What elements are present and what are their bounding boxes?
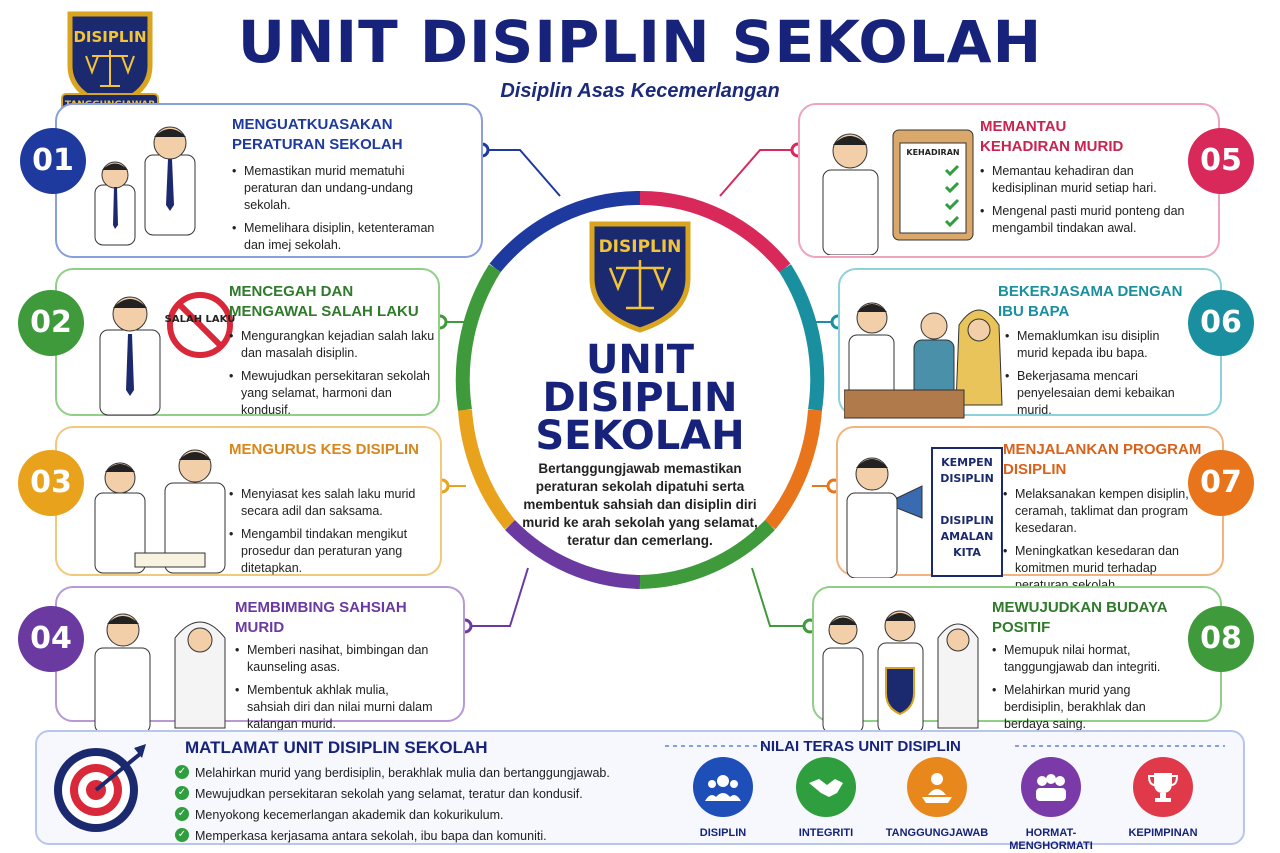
value-label-integriti: INTEGRITI xyxy=(798,827,854,839)
card-04-point-2: Membentuk akhlak mulia, sahsiah diri dan… xyxy=(235,682,435,733)
center-title-line-1: UNIT xyxy=(585,337,695,383)
page-subtitle: Disiplin Asas Kecemerlangan xyxy=(500,80,780,102)
card-01-title: MENGUATKUASAKAN PERATURAN SEKOLAH xyxy=(232,116,403,153)
card-07-number: 07 xyxy=(1188,450,1254,516)
trophy-icon xyxy=(1133,757,1193,817)
sign-salah-laku: SALAH LAKU xyxy=(165,314,236,325)
card-07-point-1: Melaksanakan kempen disiplin, ceramah, t… xyxy=(1003,486,1203,537)
card-03-point-2: Mengambil tindakan mengikut prosedur dan… xyxy=(229,526,439,577)
card-01-points: Memastikan murid mematuhi peraturan dan … xyxy=(232,163,457,260)
case-review-illustration xyxy=(94,449,226,574)
attendance-illustration: KEHADIRAN xyxy=(822,129,974,255)
mentoring-illustration xyxy=(94,613,226,734)
card-04-title: MEMBIMBING SAHSIAH MURID xyxy=(235,599,407,636)
card-05-title: MEMANTAU KEHADIRAN MURID xyxy=(980,118,1124,155)
goal-item-3: Menyokong kecemerlangan akademik dan kok… xyxy=(175,805,610,826)
card-05-number: 05 xyxy=(1188,128,1254,194)
page-title: UNIT DISIPLIN SEKOLAH xyxy=(237,8,1043,76)
target-icon xyxy=(54,744,146,832)
card-02-point-1: Mengurangkan kejadian salah laku dan mas… xyxy=(229,328,439,362)
card-05: KEHADIRAN MEMANTAU KEHADIRAN MURID Meman… xyxy=(798,103,1220,258)
card-06-points: Memaklumkan isu disiplin murid kepada ib… xyxy=(1005,328,1190,425)
sign-line-2: DISIPLIN xyxy=(940,472,994,485)
center-ring xyxy=(455,190,825,589)
sign-line-3: DISIPLIN xyxy=(940,514,994,527)
card-02: SALAH LAKU MENCEGAH DAN MENGAWAL SALAH L… xyxy=(55,268,440,417)
group-icon xyxy=(693,757,753,817)
card-02-point-2: Mewujudkan persekitaran sekolah yang sel… xyxy=(229,368,439,419)
goals-list: Melahirkan murid yang berdisiplin, berak… xyxy=(175,763,610,847)
value-kepimpinan: KEPIMPINAN xyxy=(1108,757,1218,840)
card-08-point-1: Memupuk nilai hormat, tanggungjawab dan … xyxy=(992,642,1177,676)
goal-item-1: Melahirkan murid yang berdisiplin, berak… xyxy=(175,763,610,784)
card-08-points: Memupuk nilai hormat, tanggungjawab dan … xyxy=(992,642,1177,739)
card-04-point-1: Memberi nasihat, bimbingan dan kaunselin… xyxy=(235,642,435,676)
card-07: KEMPEN DISIPLIN DISIPLIN AMALAN KITA MEN… xyxy=(836,426,1224,592)
center-badge-text: DISIPLIN xyxy=(599,237,682,257)
card-06-point-1: Memaklumkan isu disiplin murid kepada ib… xyxy=(1005,328,1190,362)
card-07-title: MENJALANKAN PROGRAM DISIPLIN xyxy=(1003,441,1202,478)
center-title-line-2: DISIPLIN xyxy=(542,375,738,421)
goals-title: MATLAMAT UNIT DISIPLIN SEKOLAH xyxy=(185,738,488,757)
card-01-number: 01 xyxy=(20,128,86,194)
value-label-kepimpinan: KEPIMPINAN xyxy=(1128,827,1198,839)
center-badge: DISIPLIN xyxy=(589,221,691,333)
positive-culture-illustration xyxy=(822,610,979,734)
goal-item-4: Memperkasa kerjasama antara sekolah, ibu… xyxy=(175,826,610,847)
card-08-title: MEWUJUDKAN BUDAYA POSITIF xyxy=(992,599,1168,636)
card-02-points: Mengurangkan kejadian salah laku dan mas… xyxy=(229,328,439,425)
card-03-number: 03 xyxy=(18,450,84,516)
value-hormat: HORMAT-MENGHORMATI xyxy=(996,757,1106,853)
card-02-title: MENCEGAH DAN MENGAWAL SALAH LAKU xyxy=(229,283,419,320)
card-06-title: BEKERJASAMA DENGAN IBU BAPA xyxy=(998,283,1183,320)
goal-item-2: Mewujudkan persekitaran sekolah yang sel… xyxy=(175,784,610,805)
center-description: Bertanggungjawab memastikan peraturan se… xyxy=(522,461,758,548)
card-07-points: Melaksanakan kempen disiplin, ceramah, t… xyxy=(1003,486,1203,600)
card-03-points: Menyiasat kes salah laku murid secara ad… xyxy=(229,486,439,583)
card-01-point-1: Memastikan murid mematuhi peraturan dan … xyxy=(232,163,457,214)
students-rules-illustration xyxy=(94,126,196,246)
card-02-number: 02 xyxy=(18,290,84,356)
card-06-point-2: Bekerjasama mencari penyelesaian demi ke… xyxy=(1005,368,1190,419)
value-integriti: INTEGRITI xyxy=(771,757,881,840)
card-08-number: 08 xyxy=(1188,606,1254,672)
value-label-disiplin: DISIPLIN xyxy=(699,827,747,839)
campaign-illustration: KEMPEN DISIPLIN DISIPLIN AMALAN KITA xyxy=(846,447,1003,578)
value-disiplin: DISIPLIN xyxy=(668,757,778,840)
card-03-title: MENGURUS KES DISIPLIN xyxy=(229,441,420,458)
card-01-point-2: Memelihara disiplin, ketenteraman dan im… xyxy=(232,220,457,254)
card-03: MENGURUS KES DISIPLIN Menyiasat kes sala… xyxy=(55,426,442,576)
card-08-point-2: Melahirkan murid yang berdisiplin, berak… xyxy=(992,682,1177,733)
community-icon xyxy=(1021,757,1081,817)
value-label-tanggungjawab: TANGGUNGJAWAB xyxy=(885,827,989,839)
student-stop-illustration: SALAH LAKU xyxy=(99,292,236,416)
card-06-number: 06 xyxy=(1188,290,1254,356)
card-04: MEMBIMBING SAHSIAH MURID Memberi nasihat… xyxy=(55,586,465,734)
card-06: BEKERJASAMA DENGAN IBU BAPA Memaklumkan … xyxy=(838,268,1222,419)
values-title: NILAI TERAS UNIT DISIPLIN xyxy=(760,738,961,755)
value-tanggungjawab: TANGGUNGJAWAB xyxy=(882,757,992,840)
sign-line-4: AMALAN xyxy=(941,530,994,543)
card-03-point-1: Menyiasat kes salah laku murid secara ad… xyxy=(229,486,439,520)
handshake-icon xyxy=(796,757,856,817)
card-04-points: Memberi nasihat, bimbingan dan kaunselin… xyxy=(235,642,435,739)
person-hand-icon xyxy=(907,757,967,817)
value-label-hormat: HORMAT-MENGHORMATI xyxy=(1009,827,1093,852)
card-01: MENGUATKUASAKAN PERATURAN SEKOLAH Memast… xyxy=(55,103,483,258)
sign-kehadiran: KEHADIRAN xyxy=(906,148,959,157)
sign-line-5: KITA xyxy=(953,546,981,559)
card-04-number: 04 xyxy=(18,606,84,672)
values-divider xyxy=(665,745,1225,747)
card-05-points: Memantau kehadiran dan kedisiplinan muri… xyxy=(980,163,1185,243)
parents-meeting-illustration xyxy=(844,302,1003,419)
card-05-point-2: Mengenal pasti murid ponteng dan mengamb… xyxy=(980,203,1185,237)
card-05-point-1: Memantau kehadiran dan kedisiplinan muri… xyxy=(980,163,1185,197)
center-title-line-3: SEKOLAH xyxy=(535,413,745,459)
sign-line-1: KEMPEN xyxy=(941,456,993,469)
header-badge-text: DISIPLIN xyxy=(73,28,146,46)
card-08: MEWUJUDKAN BUDAYA POSITIF Memupuk nilai … xyxy=(812,586,1222,734)
